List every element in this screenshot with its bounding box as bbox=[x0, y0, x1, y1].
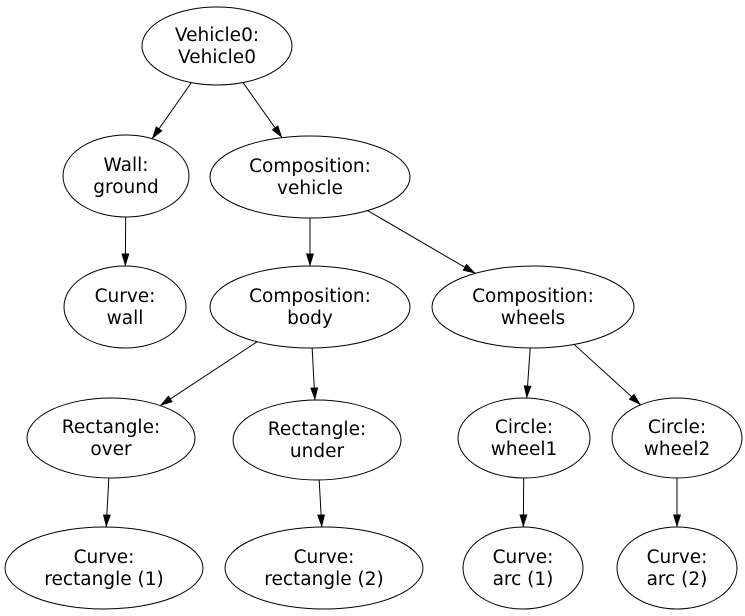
node-ellipse-vehicle0 bbox=[141, 6, 293, 86]
node-ellipse-curve-arc-2 bbox=[616, 526, 738, 610]
node-label-composition-wheels-line2: wheels bbox=[501, 308, 565, 329]
node-label-curve-wall-line2: wall bbox=[107, 308, 144, 329]
node-curve-arc-2: Curve:arc (2) bbox=[616, 526, 738, 610]
node-label-composition-body-line1: Composition: bbox=[249, 286, 371, 307]
edge-rectangle-under-to-curve-rectangle-2 bbox=[317, 479, 326, 528]
node-label-curve-rectangle-2-line2: rectangle (2) bbox=[264, 569, 383, 590]
edge-composition-wheels-to-circle-wheel2 bbox=[573, 344, 641, 406]
node-label-curve-arc-1-line1: Curve: bbox=[493, 547, 554, 568]
edge-vehicle0-to-wall-ground bbox=[151, 82, 192, 140]
edge-vehicle0-to-composition-vehicle bbox=[242, 82, 283, 139]
node-curve-arc-1: Curve:arc (1) bbox=[462, 526, 584, 610]
node-ellipse-composition-body bbox=[209, 265, 411, 349]
node-label-curve-rectangle-2-line1: Curve: bbox=[294, 547, 355, 568]
node-label-vehicle0-line1: Vehicle0: bbox=[175, 25, 259, 46]
node-circle-wheel2: Circle:wheel2 bbox=[611, 397, 743, 479]
node-label-circle-wheel1-line2: wheel1 bbox=[491, 439, 558, 460]
node-label-circle-wheel2-line2: wheel2 bbox=[644, 439, 711, 460]
node-label-curve-arc-2-line1: Curve: bbox=[647, 547, 708, 568]
node-label-rectangle-under-line1: Rectangle: bbox=[268, 419, 366, 440]
node-ellipse-rectangle-under bbox=[232, 399, 402, 481]
node-label-rectangle-over-line1: Rectangle: bbox=[62, 417, 160, 438]
node-ellipse-composition-wheels bbox=[431, 265, 635, 349]
node-rectangle-under: Rectangle:under bbox=[232, 399, 402, 481]
node-label-curve-rectangle-1-line2: rectangle (1) bbox=[44, 569, 163, 590]
node-label-circle-wheel2-line1: Circle: bbox=[648, 417, 706, 438]
node-label-composition-wheels-line1: Composition: bbox=[472, 286, 594, 307]
node-label-composition-vehicle-line2: vehicle bbox=[277, 178, 343, 199]
edge-composition-vehicle-to-composition-wheels bbox=[367, 210, 476, 274]
node-ellipse-wall-ground bbox=[62, 134, 190, 218]
node-label-rectangle-under-line2: under bbox=[290, 441, 345, 462]
node-label-composition-vehicle-line1: Composition: bbox=[249, 156, 371, 177]
node-curve-rectangle-1: Curve:rectangle (1) bbox=[4, 526, 204, 610]
node-composition-wheels: Composition:wheels bbox=[431, 265, 635, 349]
edge-composition-body-to-rectangle-under bbox=[310, 347, 319, 401]
node-composition-vehicle: Composition:vehicle bbox=[209, 135, 411, 219]
node-curve-rectangle-2: Curve:rectangle (2) bbox=[224, 526, 424, 610]
node-curve-wall: Curve:wall bbox=[63, 265, 187, 349]
node-label-curve-arc-2-line2: arc (2) bbox=[647, 569, 708, 590]
node-ellipse-composition-vehicle bbox=[209, 135, 411, 219]
edge-rectangle-over-to-curve-rectangle-1 bbox=[102, 477, 111, 528]
node-ellipse-curve-arc-1 bbox=[462, 526, 584, 610]
node-label-vehicle0-line2: Vehicle0 bbox=[178, 47, 256, 68]
node-ellipse-curve-wall bbox=[63, 265, 187, 349]
node-ellipse-curve-rectangle-2 bbox=[224, 526, 424, 610]
node-ellipse-circle-wheel1 bbox=[457, 397, 591, 479]
node-label-wall-ground-line2: ground bbox=[93, 177, 158, 198]
edge-composition-body-to-rectangle-over bbox=[159, 341, 258, 407]
node-label-circle-wheel1-line1: Circle: bbox=[495, 417, 553, 438]
node-ellipse-rectangle-over bbox=[26, 397, 196, 479]
node-label-wall-ground-line1: Wall: bbox=[104, 155, 149, 176]
node-ellipse-circle-wheel2 bbox=[611, 397, 743, 479]
node-composition-body: Composition:body bbox=[209, 265, 411, 349]
node-label-rectangle-over-line2: over bbox=[90, 439, 132, 460]
node-label-composition-body-line2: body bbox=[287, 308, 333, 329]
node-label-curve-wall-line1: Curve: bbox=[95, 286, 156, 307]
node-vehicle0: Vehicle0:Vehicle0 bbox=[141, 6, 293, 86]
edge-composition-wheels-to-circle-wheel1 bbox=[523, 347, 532, 399]
node-label-curve-arc-1-line2: arc (1) bbox=[493, 569, 554, 590]
node-circle-wheel1: Circle:wheel1 bbox=[457, 397, 591, 479]
node-label-curve-rectangle-1-line1: Curve: bbox=[74, 547, 135, 568]
node-wall-ground: Wall:ground bbox=[62, 134, 190, 218]
node-rectangle-over: Rectangle:over bbox=[26, 397, 196, 479]
node-ellipse-curve-rectangle-1 bbox=[4, 526, 204, 610]
